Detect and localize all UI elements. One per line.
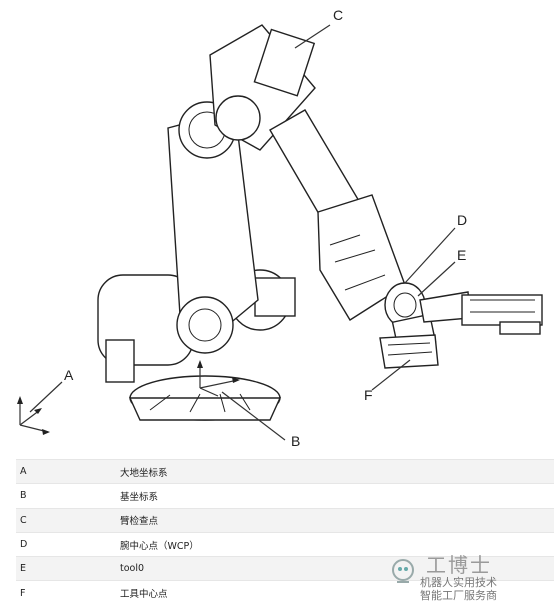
callout-leaders — [29, 24, 456, 441]
mascot-icon — [392, 559, 414, 583]
table-row: D 腕中心点（WCP） — [16, 531, 554, 557]
legend-value: 腕中心点（WCP） — [120, 531, 554, 557]
callout-a: A — [64, 367, 74, 383]
lower-arm — [167, 101, 259, 354]
callout-c: C — [333, 7, 343, 23]
legend-value: 臂检查点 — [120, 507, 554, 533]
wrist-and-tool — [379, 282, 543, 369]
callout-d: D — [457, 212, 467, 228]
legend-value: 基坐标系 — [120, 483, 554, 509]
world-frame-axes — [17, 396, 50, 435]
watermark-brand: 工博士 — [426, 553, 492, 577]
legend-key: F — [16, 580, 120, 605]
legend-key: D — [16, 531, 120, 557]
base-frame-axes — [197, 360, 240, 397]
legend-key: A — [16, 458, 120, 484]
legend-key: E — [16, 556, 120, 581]
watermark-line1: 机器人实用技术 — [420, 576, 497, 589]
watermark-line2: 智能工厂服务商 — [420, 589, 497, 602]
robot-diagram: A B C D E F — [17, 7, 543, 449]
table-row: C 臂检查点 — [16, 507, 554, 533]
legend-table: A 大地坐标系 B 基坐标系 C 臂检查点 D 腕中心点（WCP） E tool… — [16, 458, 554, 605]
legend-key: C — [16, 507, 120, 533]
table-row: E tool0 — [16, 556, 554, 581]
table-row: B 基坐标系 — [16, 483, 554, 509]
callout-e: E — [457, 247, 466, 263]
watermark: 工博士 机器人实用技术 智能工厂服务商 — [388, 549, 548, 602]
legend-value: tool0 — [120, 556, 554, 581]
legend-key: B — [16, 483, 120, 509]
upper-arm — [209, 24, 406, 321]
table-row: A 大地坐标系 — [16, 458, 554, 484]
legend-value: 大地坐标系 — [120, 458, 554, 484]
callout-b: B — [291, 433, 300, 449]
callout-f: F — [364, 387, 373, 403]
